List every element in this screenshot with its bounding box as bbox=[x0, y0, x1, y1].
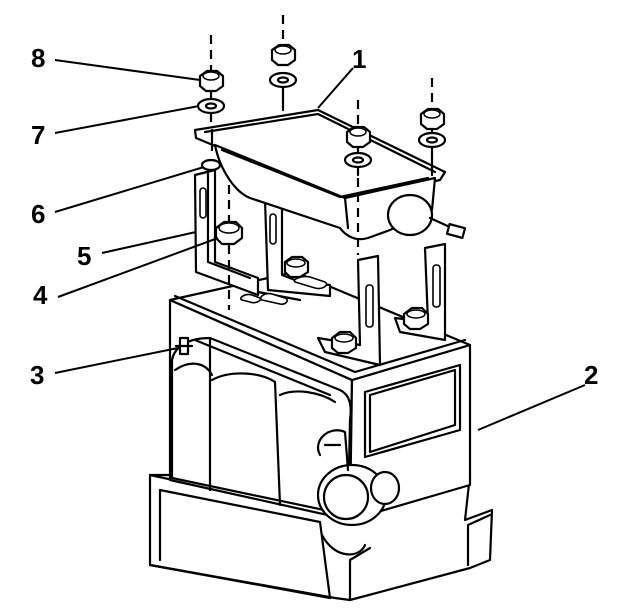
bracket-nuts bbox=[214, 220, 430, 355]
callout-4: 4 bbox=[33, 280, 48, 310]
nut-part-8 bbox=[198, 69, 225, 93]
callout-3: 3 bbox=[30, 360, 44, 390]
cover-canister bbox=[193, 78, 467, 241]
nut-top-right bbox=[419, 107, 446, 131]
center-right-bracket bbox=[316, 254, 382, 367]
nut-top-mid bbox=[270, 43, 297, 67]
leader-2 bbox=[477, 384, 586, 431]
top-fasteners bbox=[196, 43, 447, 172]
callout-labels: 1 2 3 4 5 6 7 8 bbox=[30, 43, 598, 390]
leader-8 bbox=[54, 59, 201, 81]
canister-end-cap bbox=[386, 193, 434, 237]
base-label-plate bbox=[368, 368, 457, 454]
mounting-brackets bbox=[193, 168, 447, 367]
callout-5: 5 bbox=[77, 241, 91, 271]
callout-8: 8 bbox=[31, 43, 45, 73]
base-unit bbox=[148, 270, 494, 602]
leader-3 bbox=[54, 347, 179, 374]
base-tray-corner-right bbox=[466, 513, 492, 567]
callout-6: 6 bbox=[31, 199, 45, 229]
callout-2: 2 bbox=[584, 360, 598, 390]
leader-4 bbox=[57, 237, 219, 298]
center-lines bbox=[209, 15, 434, 310]
base-tray-corner-left bbox=[158, 488, 332, 600]
nut-top-center bbox=[345, 125, 372, 149]
washer-part-6 bbox=[200, 158, 222, 172]
leader-5 bbox=[101, 231, 197, 254]
leader-1 bbox=[317, 67, 354, 109]
leader-7 bbox=[54, 105, 200, 134]
leader-lines bbox=[54, 59, 586, 431]
callout-7: 7 bbox=[31, 120, 45, 150]
connector bbox=[445, 222, 467, 240]
port-inner bbox=[322, 473, 370, 521]
leader-6 bbox=[54, 166, 205, 213]
callout-1: 1 bbox=[352, 44, 366, 74]
